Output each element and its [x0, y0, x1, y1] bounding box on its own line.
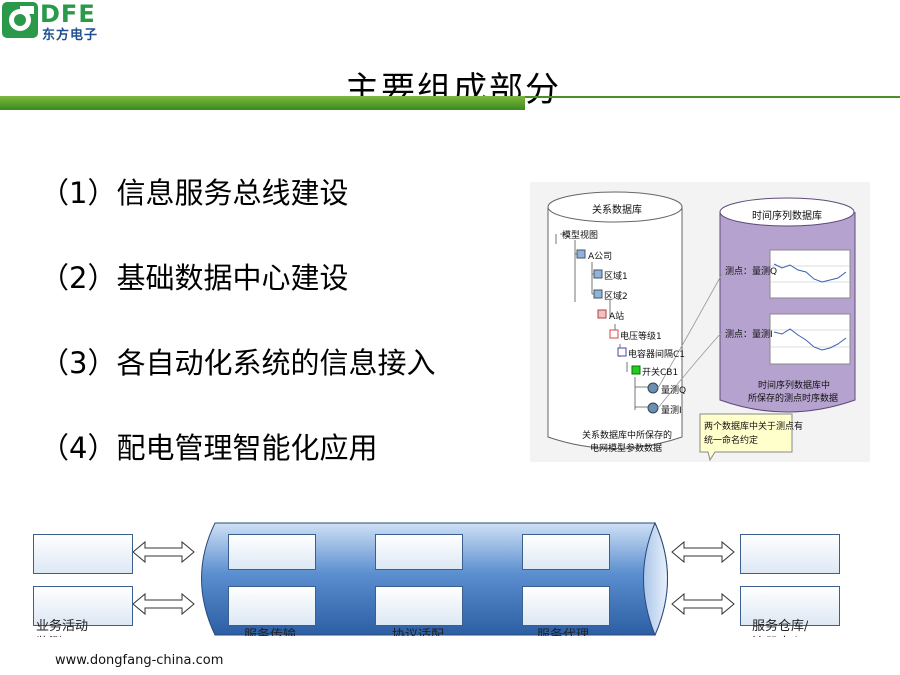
relational-db-title: 关系数据库 — [592, 205, 642, 216]
label-service-registry: 服务仓库/ — [752, 619, 809, 634]
bus-box-6 — [522, 586, 610, 626]
naming-note-line1: 两个数据库中关于测点有 — [704, 422, 804, 432]
timeseries-caption-line2: 所保存的测点时序数据 — [748, 394, 839, 404]
list-item-3: （3）各自动化系统的信息接入 — [40, 346, 436, 380]
list-item-4: （4）配电管理智能化应用 — [40, 431, 378, 465]
title-underline-bar — [0, 96, 525, 110]
timeseries-db-title: 时间序列数据库 — [752, 211, 822, 222]
timeseries-caption-line1: 时间序列数据库中 — [758, 381, 831, 391]
label-bam: 业务活动 — [36, 619, 89, 634]
right-top-box — [740, 534, 840, 574]
left-bottom-box — [33, 586, 133, 626]
bus-box-2 — [375, 534, 463, 570]
database-figure: 关系数据库 模型视图 A公司 区域1 区域2 A站 电压等级1 电容器间隔C1 … — [530, 182, 870, 462]
bus-box-4 — [228, 586, 316, 626]
timeseries-row-i: 测点：量测I — [725, 330, 773, 340]
tree-node-measure-i: 量测I — [661, 406, 682, 416]
right-bottom-box — [740, 586, 840, 626]
bus-box-1 — [228, 534, 316, 570]
bus-box-5 — [375, 586, 463, 626]
database-figure-graphic — [547, 191, 856, 462]
bus-box-3 — [522, 534, 610, 570]
tree-node-region1: 区域1 — [604, 272, 628, 282]
tree-node-company: A公司 — [588, 252, 613, 262]
left-top-box — [33, 534, 133, 574]
list-item-1: （1）信息服务总线建设 — [40, 176, 349, 210]
label-bam-2: 监测/BAM — [36, 632, 99, 637]
tree-node-station: A站 — [609, 312, 625, 322]
tree-node-model-view: 模型视图 — [562, 231, 599, 241]
relational-db-caption-line1: 关系数据库中所保存的 — [582, 431, 673, 441]
label-service-transport: 服务传输 — [244, 628, 297, 636]
logo-mark-icon — [2, 2, 38, 38]
list-item-2: （2）基础数据中心建设 — [40, 261, 349, 295]
label-service-proxy: 服务代理 — [537, 628, 590, 636]
footer-url: www.dongfang-china.com — [55, 653, 224, 668]
tree-node-measure-q: 量测Q — [661, 386, 687, 396]
logo-brand-cn: 东方电子 — [42, 28, 99, 43]
tree-node-region2: 区域2 — [604, 292, 628, 302]
title-underline-line — [525, 96, 900, 98]
tree-node-switch: 开关CB1 — [642, 368, 679, 378]
label-service-registry-2: 注册中心 — [752, 632, 804, 637]
timeseries-row-q: 测点：量测Q — [725, 267, 778, 277]
tree-node-capacitor-bay: 电容器间隔C1 — [628, 350, 686, 360]
logo-brand-en: DFE — [40, 0, 96, 28]
naming-note-line2: 统一命名约定 — [704, 436, 759, 446]
tree-node-voltage-level: 电压等级1 — [620, 332, 662, 342]
label-protocol-adapter: 协议适配 — [392, 628, 445, 636]
relational-db-caption-line2: 电网模型参数数据 — [590, 444, 663, 454]
